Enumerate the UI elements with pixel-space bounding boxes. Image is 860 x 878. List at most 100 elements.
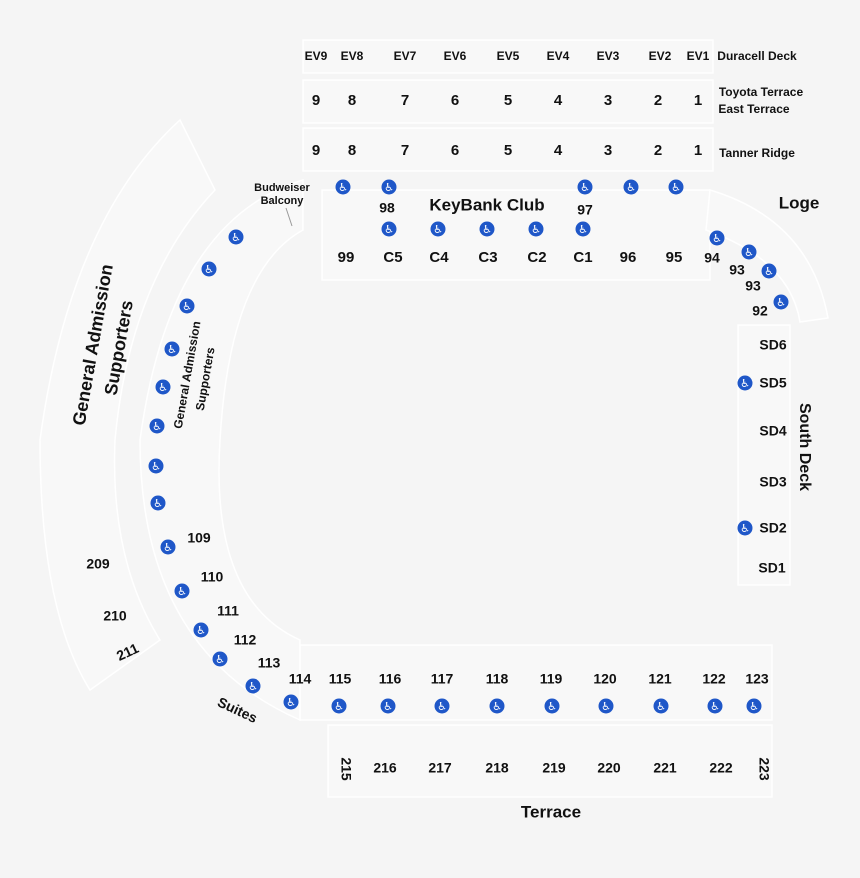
section-club-row-c1[interactable]: C1 [573,249,592,266]
wheelchair-icon: ♿ [528,221,544,237]
section-terrace-215[interactable]: 215 [338,757,354,781]
keybank-club-label: KeyBank Club [429,195,544,214]
section-ev-ev5[interactable]: EV5 [497,49,520,63]
section-tanner-4[interactable]: 4 [554,142,563,159]
wheelchair-icon: ♿ [380,698,396,714]
section-club-top-97[interactable]: 97 [577,202,593,218]
section-terrace-221[interactable]: 221 [653,760,677,776]
svg-text:♿: ♿ [177,585,187,598]
section-south-sd6[interactable]: SD6 [759,337,786,353]
section-toyota-7[interactable]: 7 [401,92,409,109]
section-tanner-1[interactable]: 1 [694,142,702,159]
section-toyota-1[interactable]: 1 [694,92,702,109]
section-upper-curve-210[interactable]: 210 [103,608,127,624]
section-lower-curve-109[interactable]: 109 [187,530,211,546]
section-loge-94[interactable]: 94 [704,250,720,266]
svg-text:♿: ♿ [601,700,611,713]
section-ev-ev9[interactable]: EV9 [305,49,328,63]
section-tanner-6[interactable]: 6 [451,142,459,159]
wheelchair-icon: ♿ [164,341,180,357]
section-club-row-95[interactable]: 95 [666,249,683,266]
wheelchair-icon: ♿ [746,698,762,714]
section-club-row-c2[interactable]: C2 [527,249,546,266]
section-club-row-c3[interactable]: C3 [478,249,497,266]
section-lower-curve-112[interactable]: 112 [234,632,257,648]
svg-text:♿: ♿ [338,181,348,194]
section-lower-south-123[interactable]: 123 [745,671,769,687]
section-toyota-6[interactable]: 6 [451,92,459,109]
svg-text:♿: ♿ [384,223,394,236]
section-ev-ev8[interactable]: EV8 [341,49,364,63]
section-toyota-3[interactable]: 3 [604,92,612,109]
section-toyota-9[interactable]: 9 [312,92,320,109]
section-tanner-5[interactable]: 5 [504,142,512,159]
section-ev-ev7[interactable]: EV7 [394,49,417,63]
section-ev-ev2[interactable]: EV2 [649,49,672,63]
section-terrace-223[interactable]: 223 [756,757,772,781]
wheelchair-icon: ♿ [212,651,228,667]
section-ev-ev4[interactable]: EV4 [547,49,570,63]
svg-text:♿: ♿ [152,420,162,433]
section-upper-curve-209[interactable]: 209 [86,556,110,572]
section-club-row-c5[interactable]: C5 [383,249,402,266]
section-club-top-98[interactable]: 98 [379,200,395,216]
section-toyota-4[interactable]: 4 [554,92,563,109]
section-club-row-c4[interactable]: C4 [429,249,449,266]
section-ev-ev6[interactable]: EV6 [444,49,467,63]
section-toyota-2[interactable]: 2 [654,92,662,109]
section-lower-south-120[interactable]: 120 [593,671,617,687]
section-lower-south-115[interactable]: 115 [329,671,352,687]
section-lower-curve-111[interactable]: 111 [217,603,239,619]
section-tanner-7[interactable]: 7 [401,142,409,159]
section-south-sd1[interactable]: SD1 [758,560,785,576]
section-loge-92[interactable]: 92 [752,303,768,319]
section-lower-curve-110[interactable]: 110 [201,569,224,585]
section-tanner-8[interactable]: 8 [348,142,356,159]
section-tanner-2[interactable]: 2 [654,142,662,159]
svg-text:♿: ♿ [248,680,258,693]
section-terrace-220[interactable]: 220 [597,760,621,776]
section-lower-curve-113[interactable]: 113 [258,655,281,671]
section-club-row-99[interactable]: 99 [338,249,355,266]
wheelchair-icon: ♿ [575,221,591,237]
wheelchair-icon: ♿ [335,179,351,195]
wheelchair-icon: ♿ [155,379,171,395]
section-ev-ev3[interactable]: EV3 [597,49,620,63]
wheelchair-icon: ♿ [245,678,261,694]
section-lower-south-118[interactable]: 118 [486,671,509,687]
section-south-sd4[interactable]: SD4 [759,423,786,439]
section-lower-south-116[interactable]: 116 [379,671,402,687]
section-lower-south-114[interactable]: 114 [289,671,312,687]
section-toyota-8[interactable]: 8 [348,92,356,109]
section-terrace-219[interactable]: 219 [542,760,566,776]
section-lower-south-117[interactable]: 117 [431,671,454,687]
section-loge-93[interactable]: 93 [729,262,745,278]
section-lower-south-122[interactable]: 122 [702,671,726,687]
section-tanner-9[interactable]: 9 [312,142,320,159]
wheelchair-icon: ♿ [193,622,209,638]
wheelchair-icon: ♿ [544,698,560,714]
section-south-sd2[interactable]: SD2 [759,520,786,536]
south-deck-label: South Deck [796,403,813,491]
wheelchair-icon: ♿ [283,694,299,710]
section-toyota-5[interactable]: 5 [504,92,512,109]
section-terrace-222[interactable]: 222 [709,760,733,776]
accessible-seating-icons: ♿♿♿♿♿♿♿♿♿♿♿♿♿♿♿♿♿♿♿♿♿♿♿♿♿♿♿♿♿♿♿♿♿♿♿♿♿♿♿ [148,179,789,714]
section-south-sd5[interactable]: SD5 [759,375,786,391]
section-lower-south-119[interactable]: 119 [540,671,563,687]
section-ev-ev1[interactable]: EV1 [687,49,710,63]
section-terrace-217[interactable]: 217 [428,760,452,776]
budweiser-pointer [285,207,293,227]
svg-text:♿: ♿ [437,700,447,713]
section-lower-south-121[interactable]: 121 [648,671,672,687]
section-loge-93[interactable]: 93 [745,278,761,294]
wheelchair-icon: ♿ [489,698,505,714]
section-club-row-96[interactable]: 96 [620,249,637,266]
section-south-sd3[interactable]: SD3 [759,474,786,490]
section-terrace-216[interactable]: 216 [373,760,397,776]
svg-text:♿: ♿ [547,700,557,713]
section-terrace-218[interactable]: 218 [485,760,509,776]
budweiser-balcony-label-line2: Balcony [261,195,305,207]
section-tanner-3[interactable]: 3 [604,142,612,159]
